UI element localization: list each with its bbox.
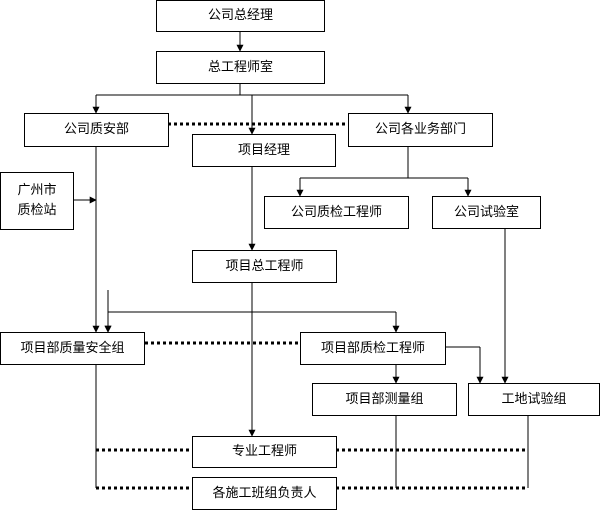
node-business-depts: 公司各业务部门 [348,113,493,147]
node-site-lab: 工地试验组 [468,383,600,416]
node-crew-leaders: 各施工班组负责人 [192,477,337,510]
node-specialist-engineer: 专业工程师 [192,436,337,468]
node-quality-inspector: 公司质检工程师 [264,196,409,229]
node-project-quality-inspector: 项目部质检工程师 [300,332,446,365]
node-survey-group: 项目部测量组 [312,383,457,416]
node-lab: 公司试验室 [432,196,541,229]
node-project-manager: 项目经理 [192,134,336,167]
node-project-quality-safety: 项目部质量安全组 [0,332,145,365]
node-gm: 公司总经理 [156,0,325,32]
node-chief-engineer: 总工程师室 [156,51,325,84]
node-project-chief-engineer: 项目总工程师 [192,250,337,283]
node-quality-safety: 公司质安部 [24,113,169,147]
node-gz-station: 广州市 质检站 [0,172,74,230]
